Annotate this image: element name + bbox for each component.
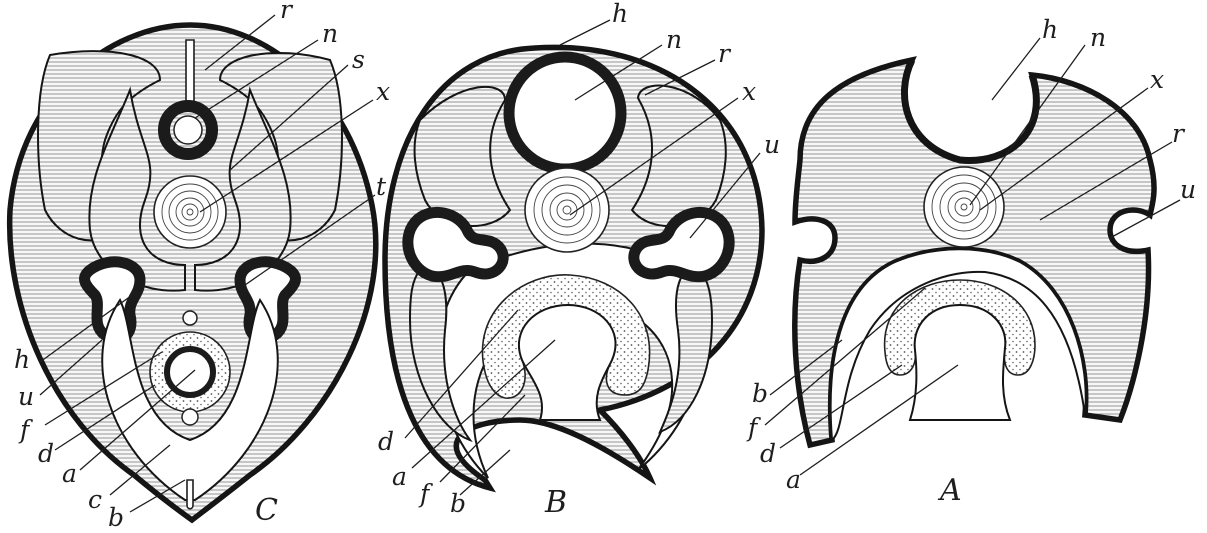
panel-a-label-a: a [786, 465, 801, 494]
panel-a-label-f: f [746, 413, 761, 442]
panel-b-label-n: n [666, 25, 682, 54]
panel-c-label-c: c [88, 485, 102, 514]
panel-b-label-a: a [392, 462, 407, 491]
panel-c-label-t: t [376, 172, 387, 201]
panel-c-neural-lumen [174, 116, 202, 144]
panel-a: h n x r u b f d a A [746, 15, 1196, 508]
panel-a-label-r: r [1172, 119, 1186, 148]
panel-a-yolk [910, 305, 1010, 420]
panel-b: h n r x u d a f b B [378, 0, 780, 520]
panel-b-caption: B [544, 485, 567, 520]
panel-c-ventral-vessel [182, 409, 198, 425]
panel-c-small-vessel [183, 311, 197, 325]
panel-c-notochord [154, 176, 226, 248]
panel-c-neural-canal [186, 40, 194, 106]
panel-a-label-u: u [1180, 175, 1196, 204]
panel-a-label-n: n [1090, 23, 1106, 52]
panel-c-label-u: u [18, 382, 34, 411]
panel-b-neural-tube [509, 57, 621, 169]
panel-c-caption: C [255, 493, 278, 528]
panel-b-label-r: r [718, 39, 732, 68]
panel-a-notochord [924, 167, 1004, 247]
panel-b-notochord [525, 168, 609, 252]
panel-a-label-b: b [752, 379, 768, 408]
panel-b-label-x: x [742, 77, 756, 106]
panel-c-label-s: s [352, 45, 365, 74]
panel-a-label-h: h [1042, 15, 1058, 44]
panel-b-label-u: u [764, 130, 780, 159]
panel-a-caption: A [937, 473, 962, 508]
panel-c-label-r: r [280, 0, 294, 24]
panel-c-label-d: d [38, 439, 54, 468]
panel-c-label-n: n [322, 19, 338, 48]
panel-c-ventral-slit [187, 480, 193, 509]
panel-a-label-x: x [1150, 65, 1164, 94]
panel-c-label-a: a [62, 459, 77, 488]
panel-c-label-b: b [108, 503, 124, 532]
panel-b-label-d: d [378, 427, 394, 456]
panel-b-label-h: h [612, 0, 628, 28]
panel-c-label-x: x [376, 77, 390, 106]
panel-c: r n s x t h u f d a c b C [10, 0, 390, 532]
panel-b-label-f: f [418, 479, 433, 508]
panel-c-label-h: h [14, 345, 30, 374]
panel-a-neural-notch [904, 60, 1036, 160]
panel-b-label-b: b [450, 489, 466, 518]
panel-a-label-d: d [760, 439, 776, 468]
panel-c-label-f: f [18, 415, 33, 444]
